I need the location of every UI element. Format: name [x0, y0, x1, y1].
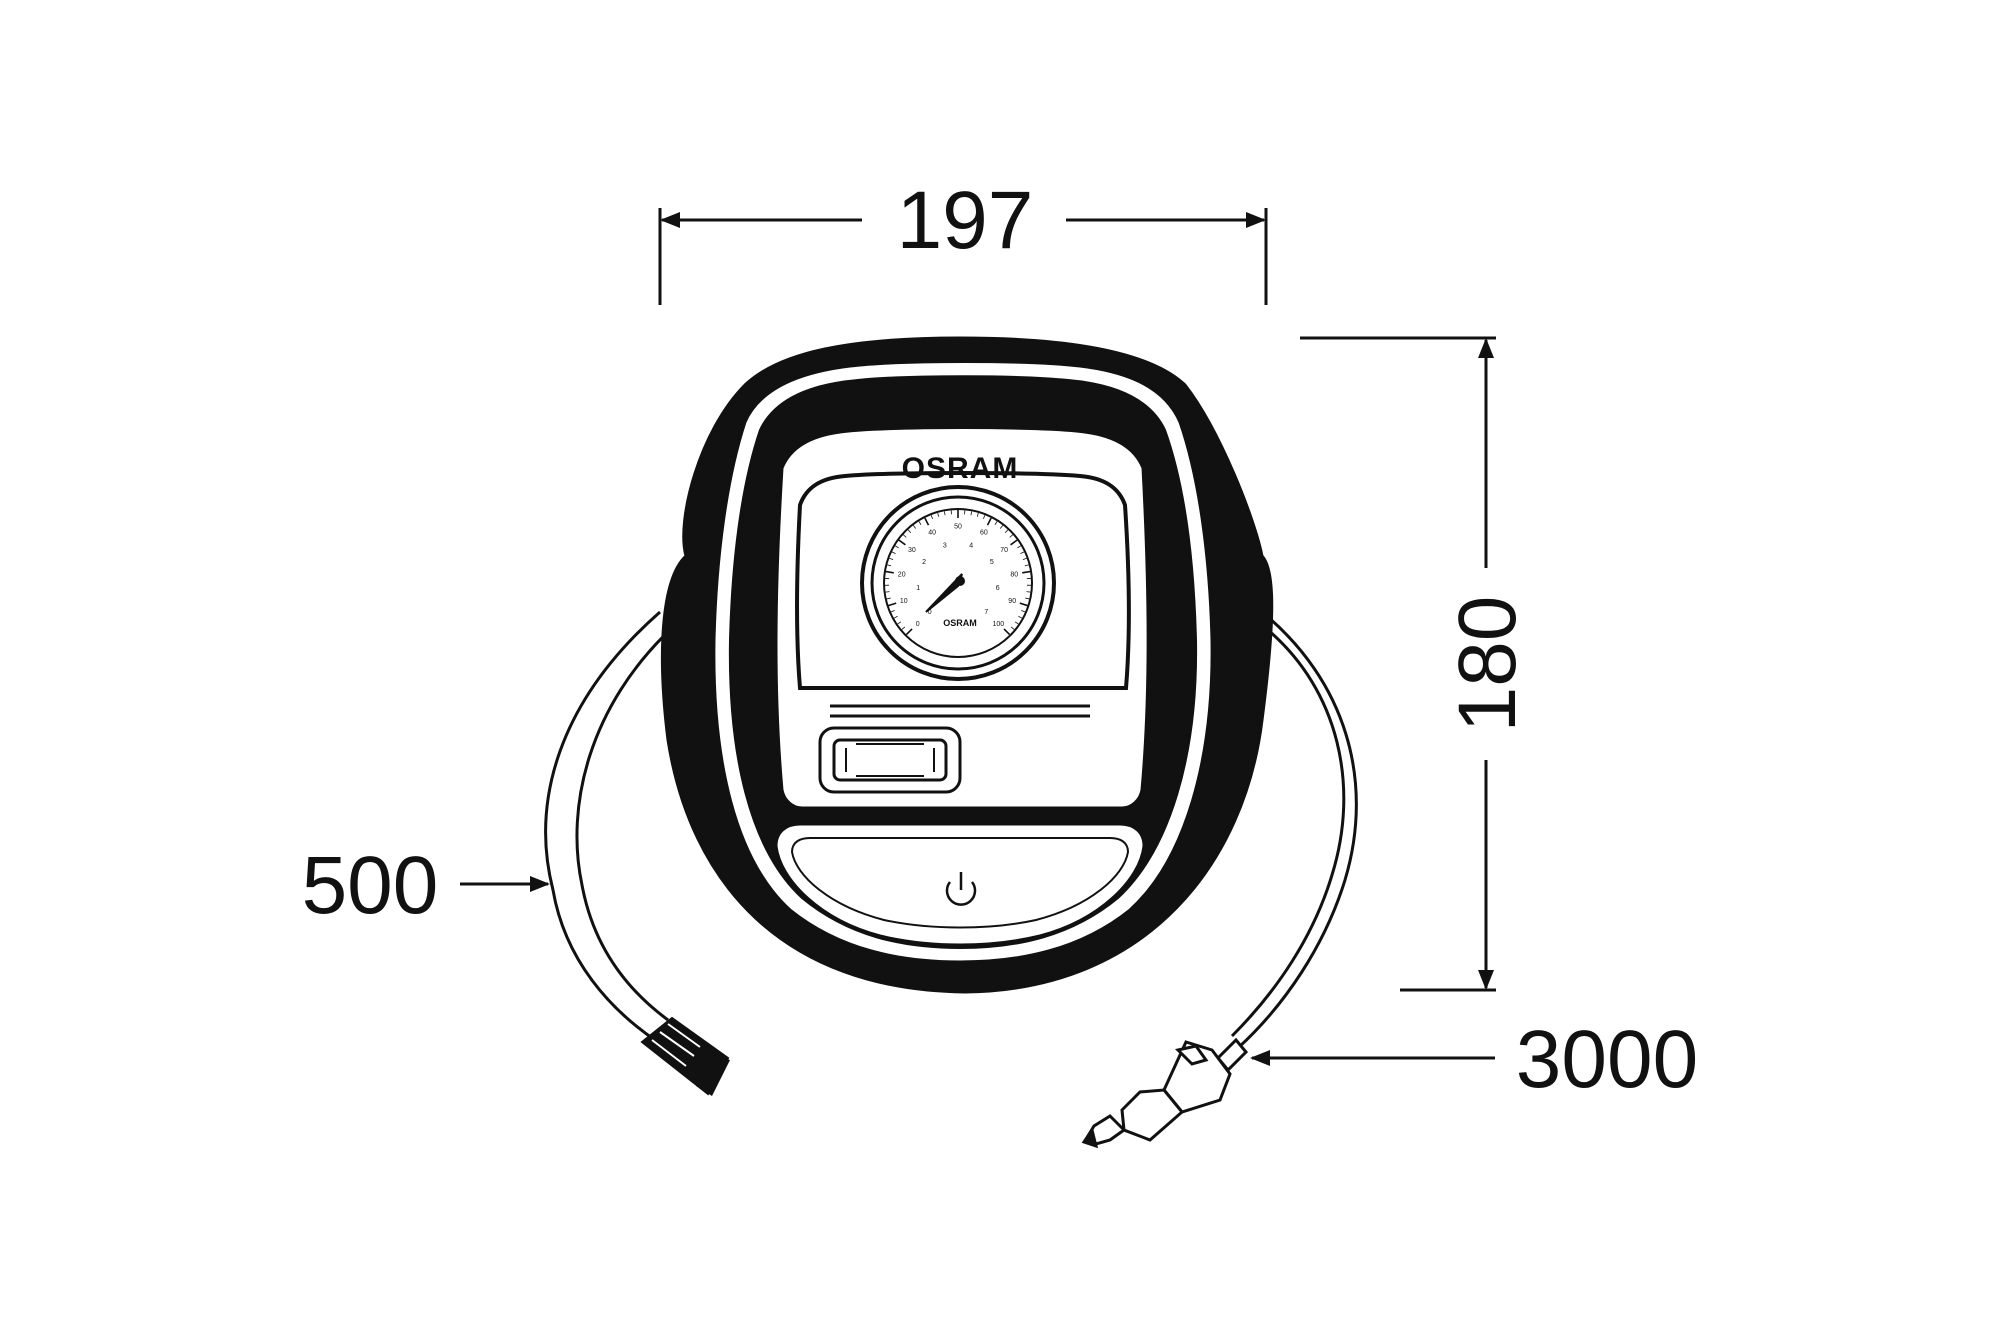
gauge-scale-label: 6: [996, 585, 1000, 592]
height-dimension: 180: [1300, 338, 1533, 990]
cable-length-label: 3000: [1516, 1014, 1698, 1105]
gauge-scale-label: 5: [990, 559, 994, 566]
gauge-scale-label: 10: [900, 598, 908, 605]
hose-length-label: 500: [302, 840, 439, 931]
gauge-scale-label: 90: [1008, 598, 1016, 605]
height-label: 180: [1442, 596, 1533, 733]
lcd-display: [820, 728, 960, 792]
gauge-tick: [1026, 592, 1030, 593]
air-hose: [546, 612, 672, 1042]
gauge-scale-label: 40: [928, 530, 936, 537]
gauge-scale-label: 3: [943, 543, 947, 550]
hose-length-dimension: 500: [302, 840, 548, 931]
gauge-scale-label: 1: [916, 585, 920, 592]
gauge-tick: [886, 592, 890, 593]
gauge-scale-label: 70: [1000, 547, 1008, 554]
gauge-scale-label: 2: [922, 559, 926, 566]
gauge-scale-label: 20: [898, 572, 906, 579]
gauge-brand-logo: OSRAM: [943, 618, 977, 628]
gauge-scale-label: 80: [1010, 572, 1018, 579]
gauge-scale-label: 100: [992, 621, 1004, 628]
width-label: 197: [897, 175, 1034, 266]
gauge-scale-label: 60: [980, 530, 988, 537]
gauge-scale-label: 50: [954, 524, 962, 531]
cable-length-dimension: 3000: [1252, 1014, 1698, 1105]
width-dimension: 197: [660, 175, 1266, 305]
valve-connector-icon: [642, 1018, 730, 1096]
gauge-scale-label: 0: [916, 621, 920, 628]
gauge-scale-label: 4: [969, 543, 973, 550]
gauge-scale-label: 7: [984, 609, 988, 616]
cigarette-lighter-plug-icon: [1084, 1040, 1246, 1146]
brand-logo: OSRAM: [902, 452, 1019, 485]
gauge-scale-label: 30: [908, 547, 916, 554]
